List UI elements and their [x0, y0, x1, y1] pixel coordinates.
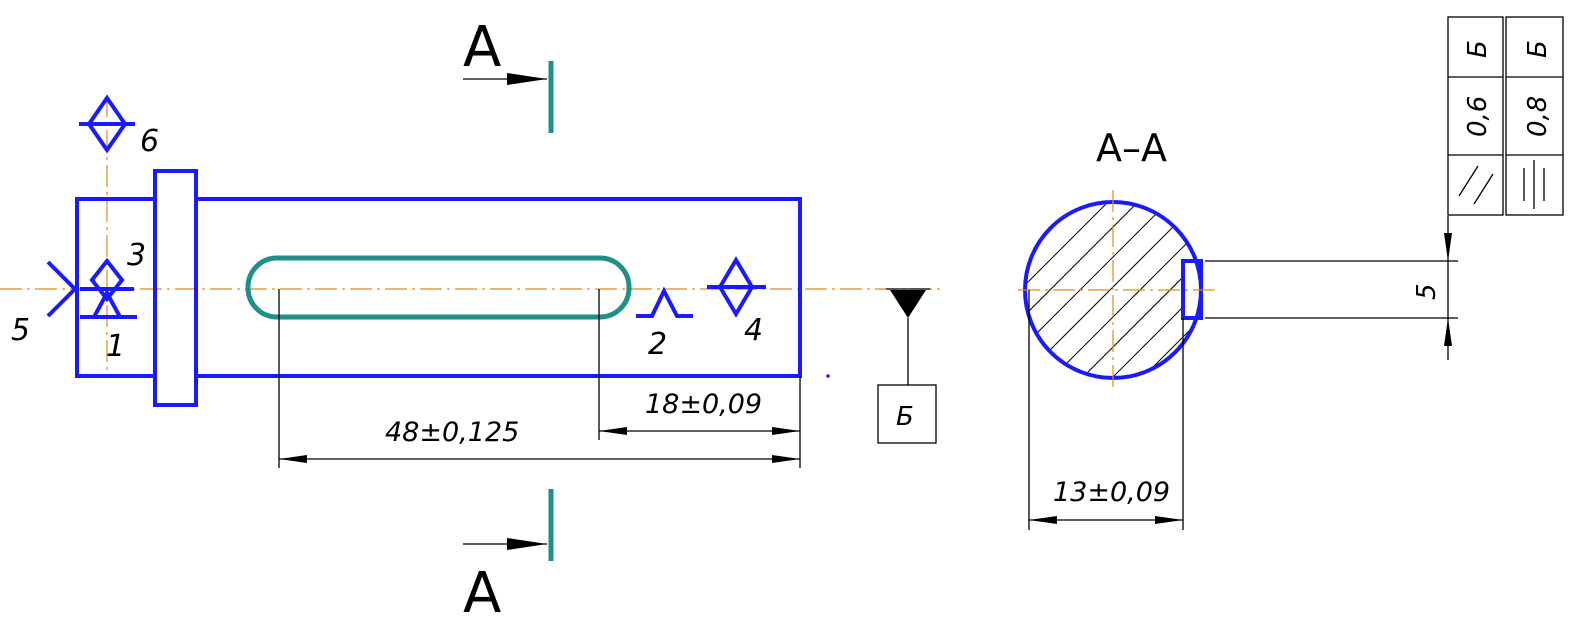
shaft-end	[75, 197, 155, 378]
surface-label-3: 3	[127, 238, 146, 273]
surface-label-6: 6	[140, 124, 159, 159]
cut-letter-top: А	[463, 15, 501, 80]
section-title: А–А	[1096, 126, 1167, 170]
fork-icon-5	[46, 260, 78, 318]
cut-marker-bottom: А	[463, 489, 554, 626]
tolerance-frame-symmetry: 0,8 Б	[1505, 16, 1564, 216]
symmetry-icon	[1523, 160, 1545, 209]
dim-text-section-depth: 13±0,09	[1053, 477, 1170, 508]
datum-box	[877, 384, 937, 444]
tolerance-value-parallelism: 0,6	[1463, 96, 1493, 137]
diamond-icon-6	[79, 94, 135, 154]
shaft-view	[0, 95, 940, 407]
dim-text-keyway-width: 5	[1412, 283, 1442, 300]
keyway-slot	[245, 255, 632, 320]
tolerance-frame-parallelism: 0,6 Б	[1447, 16, 1504, 216]
chevron-icon-2	[636, 286, 693, 318]
shaft-collar	[153, 169, 198, 407]
diamond-icon-4	[707, 256, 766, 318]
surface-label-5: 5	[11, 313, 30, 348]
base-symbols	[46, 94, 766, 319]
surface-label-4: 4	[744, 313, 763, 348]
cut-letter-bottom: А	[463, 561, 501, 626]
datum-symbol: Б	[877, 288, 937, 444]
tolerance-datum-parallelism: Б	[1463, 40, 1493, 58]
cut-marker-top: А	[463, 15, 554, 133]
parallelism-icon	[1458, 165, 1494, 205]
dim-text-slot-length: 48±0,125	[385, 417, 519, 448]
surface-label-2: 2	[648, 327, 667, 362]
dimension-section-depth: 13±0,09	[1028, 290, 1184, 530]
dimension-keyway-width: 5	[1205, 216, 1458, 360]
surface-label-1: 1	[106, 329, 125, 364]
tolerance-datum-symmetry: Б	[1523, 40, 1553, 58]
stray-dot	[826, 374, 830, 378]
dim-text-slot-offset: 18±0,09	[645, 389, 762, 420]
dimension-slot-length: 48±0,125	[278, 289, 801, 468]
tolerance-value-symmetry: 0,8	[1523, 96, 1553, 137]
datum-letter: Б	[896, 402, 914, 432]
chevron-icon-1	[80, 288, 137, 319]
dimension-slot-offset: 18±0,09	[598, 289, 800, 440]
